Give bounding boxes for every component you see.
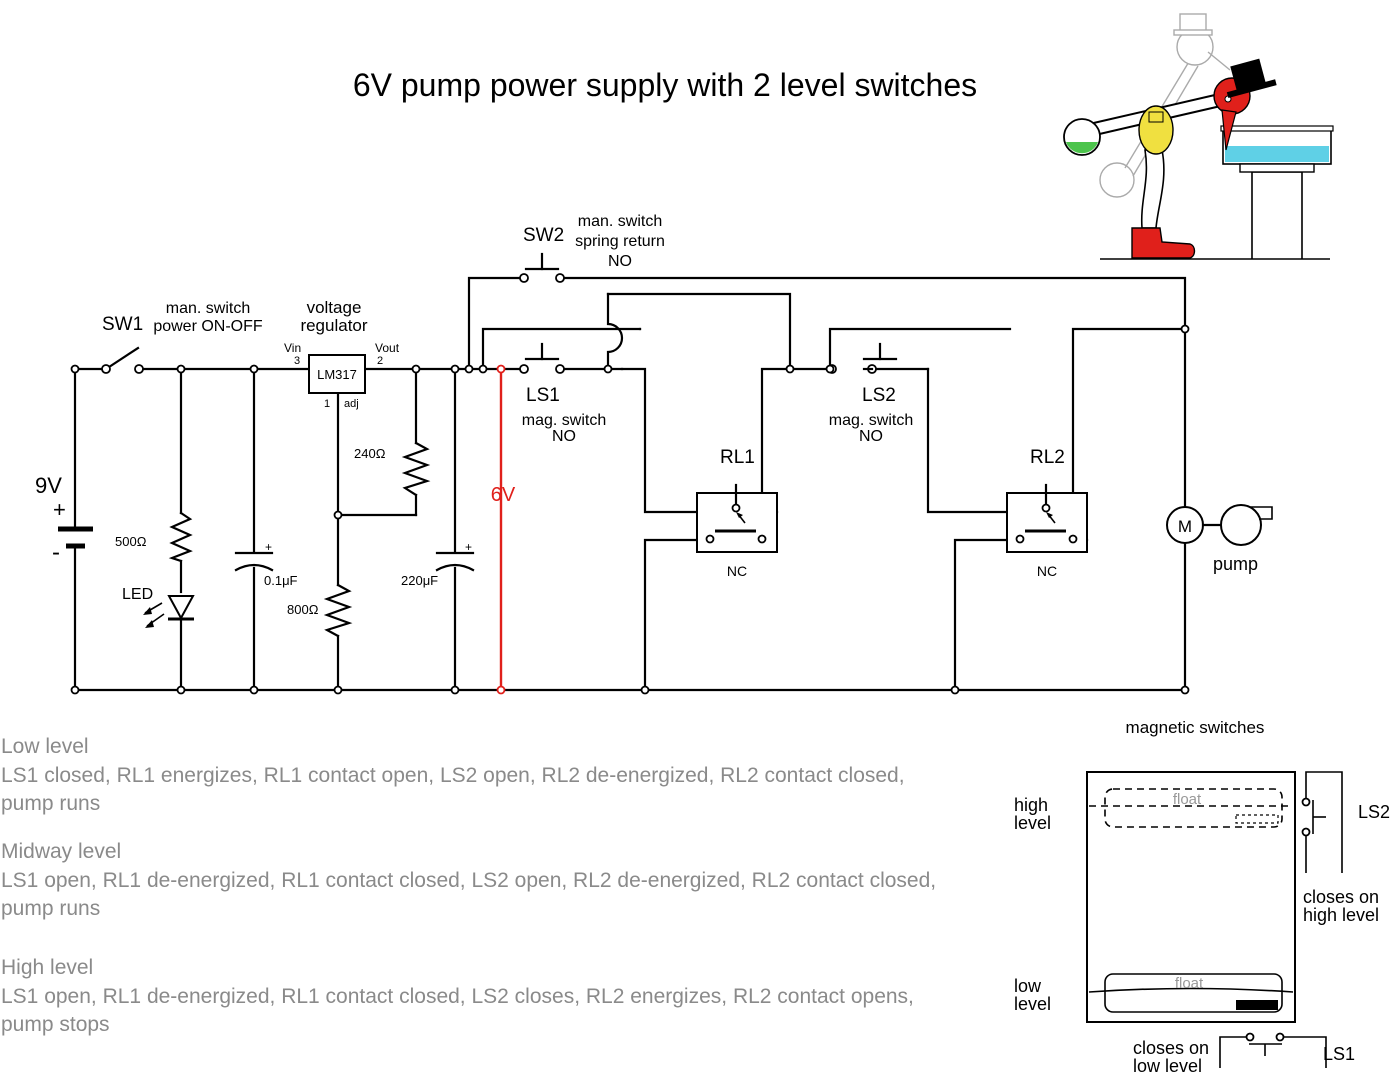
regulator-title-2: regulator [300, 316, 367, 335]
sw2-desc-3: NO [608, 253, 632, 270]
float-low [1104, 973, 1283, 1013]
led-label: LED [122, 586, 153, 603]
sw2-label: SW2 [523, 225, 564, 246]
rl1-relay: RL1 NC [696, 447, 778, 579]
battery-plus: + [53, 497, 66, 522]
six-volt-label: 6V [491, 484, 516, 506]
low-level-label: low [1014, 976, 1042, 996]
sw1-desc: man. switch [166, 300, 250, 317]
lm317-regulator: LM317 voltage regulator Vin 3 Vout 2 1 a… [284, 298, 400, 410]
ls1-closes-label: closes on [1133, 1038, 1209, 1058]
led: LED [122, 586, 195, 628]
lm317-label: LM317 [317, 367, 357, 382]
c220-capacitor: + 220μF [401, 540, 475, 588]
ls1-desc-2: NO [552, 428, 576, 445]
water [1225, 146, 1329, 162]
r240-label: 240Ω [354, 446, 386, 461]
regulator-title: voltage [307, 298, 362, 317]
vin-label: Vin [284, 341, 301, 355]
note-low-level: Low level LS1 closed, RL1 energizes, RL1… [1, 732, 951, 818]
ls2-switch: LS2 mag. switch NO [827, 342, 913, 445]
rl2-label: RL2 [1030, 447, 1065, 468]
ls1-desc: mag. switch [522, 412, 606, 429]
sw2-pushbutton: SW2 man. switch spring return NO [519, 213, 665, 283]
motor-label: M [1178, 517, 1192, 536]
red-boot-icon [1131, 227, 1196, 259]
ls2-label: LS2 [862, 385, 896, 406]
battery: 9V + - [35, 473, 93, 566]
bird-pivot-icon [1138, 105, 1174, 155]
adj-pin: 1 [324, 398, 330, 410]
c220-label: 220μF [401, 573, 438, 588]
battery-minus: - [52, 539, 60, 566]
sw2-desc-2: spring return [575, 233, 665, 250]
note-high-level: High level LS1 open, RL1 de-energized, R… [1, 953, 951, 1039]
float-high [1104, 788, 1283, 828]
page-title: 6V pump power supply with 2 level switch… [353, 67, 977, 103]
c01-capacitor: + 0.1μF [234, 540, 298, 588]
r240-resistor [401, 441, 431, 497]
pump-label: pump [1213, 554, 1258, 574]
junctions [70, 324, 1190, 695]
high-level-label-2: level [1014, 813, 1051, 833]
note-heading: Midway level [1, 840, 122, 863]
c01-label: 0.1μF [264, 573, 298, 588]
ls2-desc-2: NO [859, 428, 883, 445]
adj-label: adj [344, 398, 359, 410]
note-text: LS1 open, RL1 de-energized, RL1 contact … [1, 869, 937, 920]
note-text: LS1 closed, RL1 energizes, RL1 contact o… [1, 764, 905, 815]
ls1-label: LS1 [526, 385, 560, 406]
ls1-closes-label-2: low level [1133, 1056, 1202, 1076]
tank [1086, 771, 1296, 1023]
drinking-bird-illustration [1063, 13, 1334, 260]
sw1-desc-2: power ON-OFF [153, 318, 263, 335]
float-high-label: float [1173, 791, 1202, 808]
sw2-desc: man. switch [578, 213, 662, 230]
pump-icon [1220, 504, 1262, 546]
wires [73, 276, 1187, 692]
low-level-label-2: level [1014, 994, 1051, 1014]
rl1-label: RL1 [720, 447, 755, 468]
r800-label: 800Ω [287, 602, 319, 617]
vout-label: Vout [375, 341, 400, 355]
note-midway-level: Midway level LS1 open, RL1 de-energized,… [1, 837, 986, 923]
pump-motor: M pump [1166, 504, 1273, 574]
r500-label: 500Ω [115, 534, 147, 549]
note-heading: High level [1, 956, 94, 979]
note-text: LS1 open, RL1 de-energized, RL1 contact … [1, 985, 914, 1036]
rl2-nc: NC [1037, 563, 1057, 579]
ls2-closes-label-2: high level [1303, 905, 1379, 925]
note-heading: Low level [1, 735, 89, 758]
sw1-switch: SW1 man. switch power ON-OFF [101, 300, 263, 374]
battery-voltage: 9V [35, 473, 62, 498]
ls1-switch: LS1 mag. switch NO [519, 342, 606, 445]
c01-plus: + [265, 540, 272, 554]
r500-resistor [168, 511, 193, 563]
ls2-closes-label: closes on [1303, 887, 1379, 907]
tank-ls1-label: LS1 [1323, 1044, 1355, 1064]
rl2-relay: RL2 NC [1006, 447, 1088, 579]
tank-title: magnetic switches [1126, 718, 1265, 737]
ls2-desc: mag. switch [829, 412, 913, 429]
vin-pin: 3 [294, 355, 300, 367]
c220-plus: + [465, 540, 472, 554]
float-low-label: float [1175, 975, 1204, 992]
sw1-label: SW1 [102, 314, 143, 335]
r800-resistor [323, 583, 353, 638]
high-level-label: high [1014, 795, 1048, 815]
top-hat-icon [1230, 58, 1266, 92]
vout-pin: 2 [377, 355, 383, 367]
tank-diagram: magnetic switches float float high level… [1014, 718, 1390, 1076]
rl1-nc: NC [727, 563, 747, 579]
tank-ls2-label: LS2 [1358, 802, 1390, 822]
